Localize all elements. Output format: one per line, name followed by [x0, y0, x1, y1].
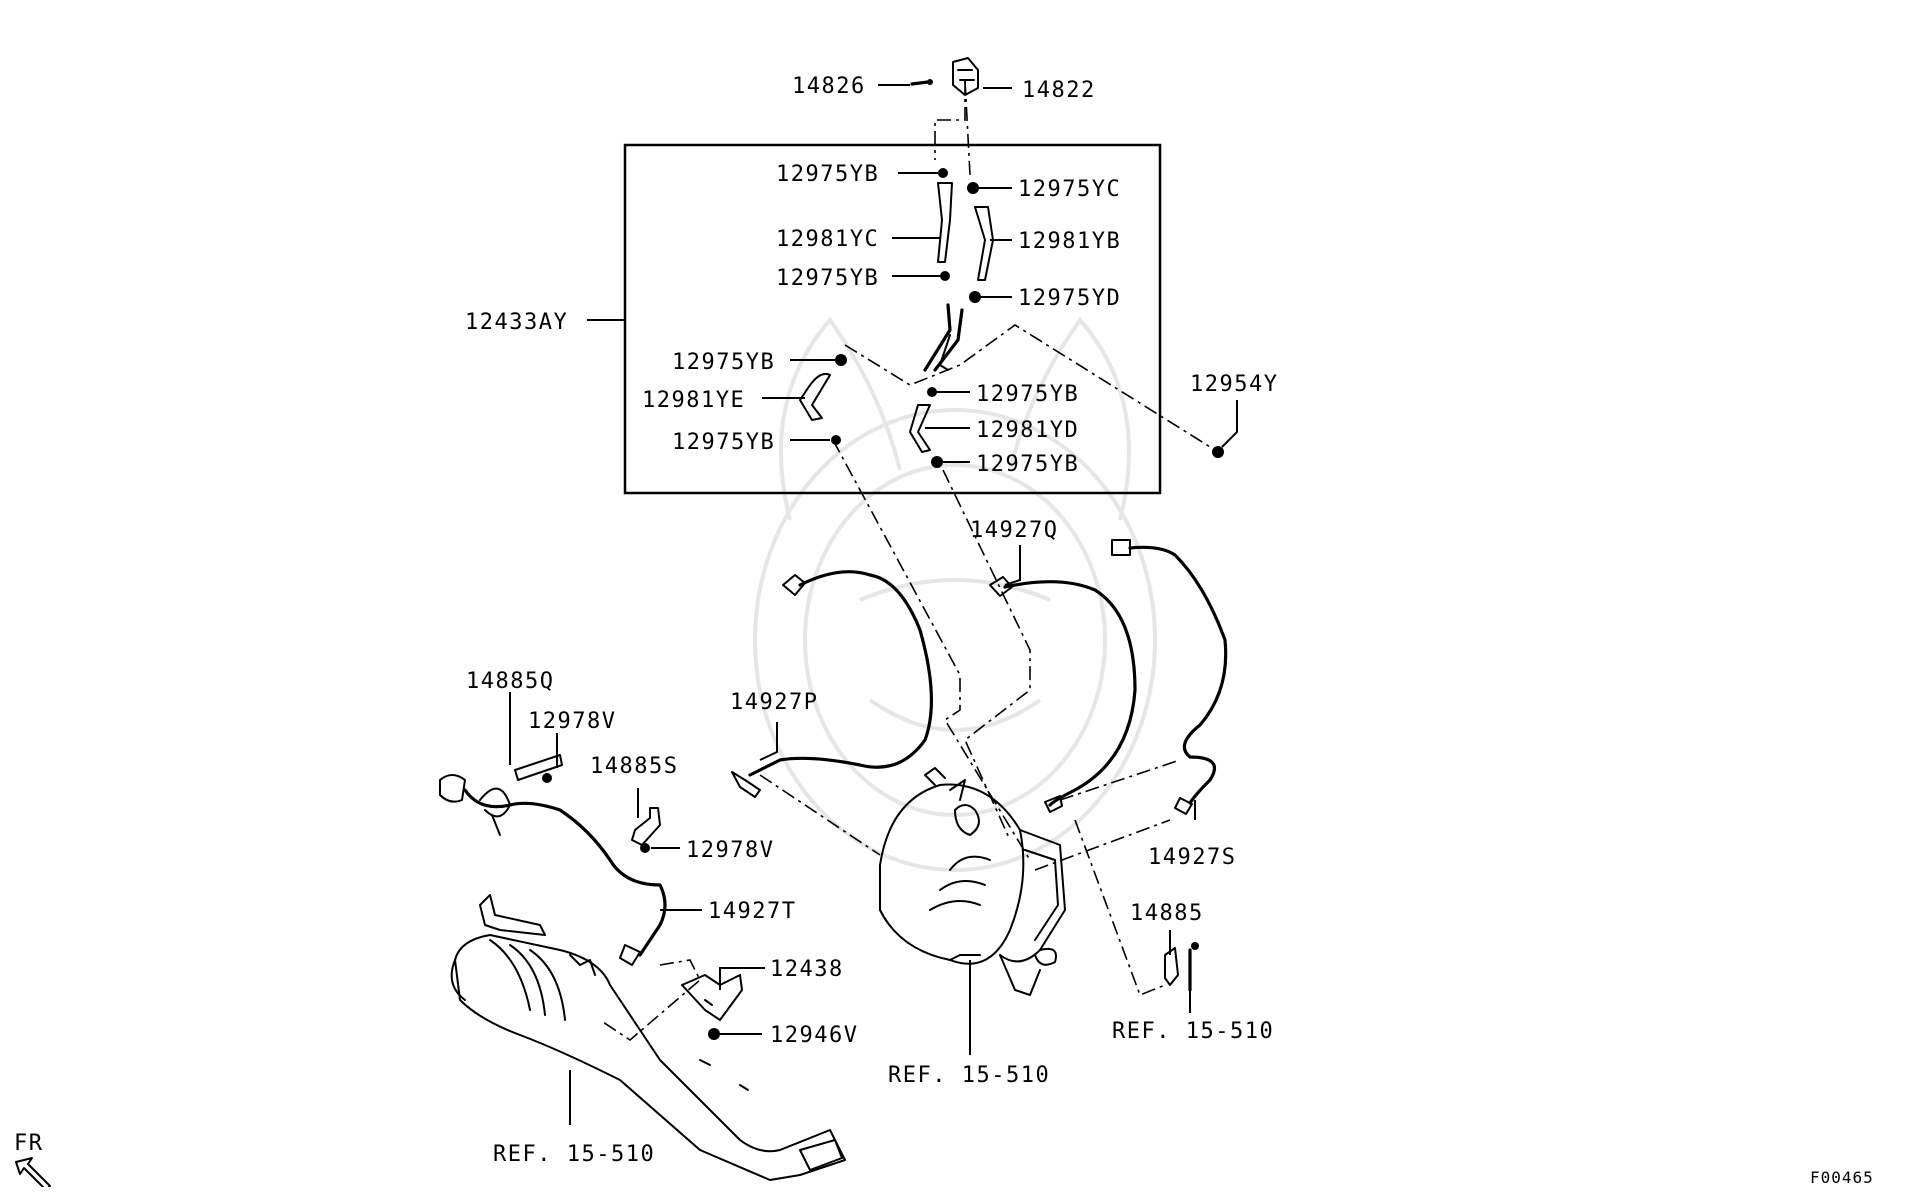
center-catalytic-converter: [879, 767, 1066, 996]
bolt-12978v-1[interactable]: [542, 773, 552, 783]
hose-12981yb[interactable]: [974, 206, 994, 281]
pressure-sensor-14822[interactable]: [952, 57, 979, 96]
clamp-12975yb-2[interactable]: [940, 271, 950, 281]
callout-12975yb-5: 12975YB: [976, 382, 1079, 407]
callout-12433ay: 12433AY: [465, 310, 568, 335]
hose-12981yc[interactable]: [937, 182, 953, 263]
clamp-12975yb-3[interactable]: [835, 354, 847, 366]
bolt-14885[interactable]: [1188, 942, 1199, 992]
callout-12946v: 12946V: [770, 1023, 858, 1048]
clamp-12975yc[interactable]: [967, 182, 979, 194]
callout-14927p: 14927P: [730, 690, 818, 715]
lower-left-exhaust-assembly: [450, 894, 846, 1181]
sensor-harness-14927q[interactable]: [989, 576, 1137, 813]
reference-left[interactable]: REF. 15-510: [493, 1142, 655, 1167]
callout-12978v-1: 12978V: [528, 709, 616, 734]
hose-12981ye[interactable]: [799, 372, 831, 421]
callout-14927s: 14927S: [1148, 845, 1236, 870]
callout-12975yb-6: 12975YB: [976, 452, 1079, 477]
callout-14885q: 14885Q: [466, 669, 554, 694]
reference-right[interactable]: REF. 15-510: [1112, 1019, 1274, 1044]
bracket-14885[interactable]: [1164, 947, 1179, 986]
callout-12975yb-1: 12975YB: [776, 162, 879, 187]
leader-lines: [509, 84, 1238, 1125]
sensor-harness-14927t[interactable]: [439, 774, 667, 966]
callout-12981ye: 12981YE: [642, 388, 745, 413]
clamp-12975yb-5[interactable]: [927, 387, 937, 397]
bolt-12978v-2[interactable]: [640, 843, 650, 853]
callout-12975yb-4: 12975YB: [672, 430, 775, 455]
callout-14826: 14826: [792, 74, 866, 99]
clamp-12975yb-1[interactable]: [938, 168, 948, 178]
callout-12975yb-3: 12975YB: [672, 350, 775, 375]
callout-14927t: 14927T: [708, 899, 796, 924]
callout-14822: 14822: [1022, 78, 1096, 103]
figure-code: F00465: [1810, 1168, 1874, 1187]
sensor-harness-14927p[interactable]: [731, 570, 934, 798]
bolt-14826[interactable]: [910, 79, 933, 86]
callout-12975yd: 12975YD: [1018, 286, 1121, 311]
bolt-12946v[interactable]: [708, 1028, 720, 1040]
sensor-harness-14927s[interactable]: [1111, 539, 1228, 815]
bracket-14885q[interactable]: [514, 754, 563, 781]
clamp-12975yb-6[interactable]: [931, 456, 943, 468]
reference-center[interactable]: REF. 15-510: [888, 1063, 1050, 1088]
front-direction-arrow-icon: [15, 1157, 51, 1191]
bracket-14885s[interactable]: [631, 807, 661, 846]
callout-12975yc: 12975YC: [1018, 177, 1121, 202]
callout-12975yb-2: 12975YB: [776, 266, 879, 291]
clamp-12975yd[interactable]: [969, 291, 981, 303]
callout-14927q: 14927Q: [970, 518, 1058, 543]
callout-12981yb: 12981YB: [1018, 229, 1121, 254]
front-direction-label: FR: [14, 1131, 44, 1156]
callout-14885: 14885: [1130, 901, 1204, 926]
clamp-12975yb-4[interactable]: [831, 435, 841, 445]
callout-12981yd: 12981YD: [976, 418, 1079, 443]
pipe-assembly[interactable]: [923, 303, 964, 372]
callout-12954y: 12954Y: [1190, 372, 1278, 397]
bracket-12438[interactable]: [681, 974, 743, 1021]
callout-12438: 12438: [770, 957, 844, 982]
callout-12981yc: 12981YC: [776, 227, 879, 252]
callout-14885s: 14885S: [590, 754, 678, 779]
bracket-12954y[interactable]: [1212, 446, 1224, 458]
connection-lines: [599, 79, 1216, 1042]
hose-12981yd[interactable]: [909, 404, 931, 453]
callout-12978v-2: 12978V: [686, 838, 774, 863]
